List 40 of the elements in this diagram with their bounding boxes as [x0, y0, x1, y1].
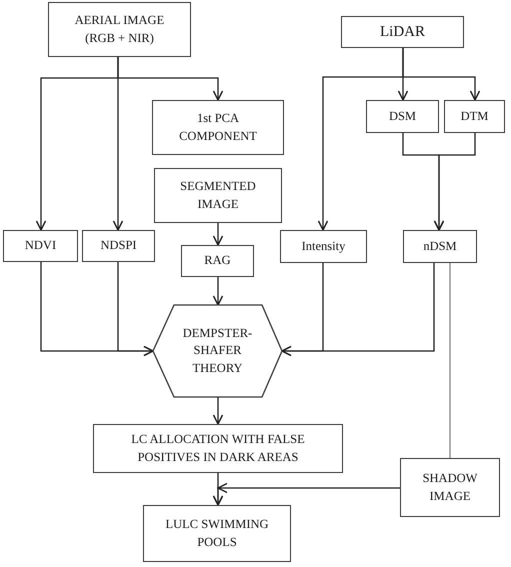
node-label: DSM [388, 108, 418, 125]
node-label: 1st PCA COMPONENT [178, 110, 258, 144]
node-label: SEGMENTED IMAGE [179, 178, 257, 212]
arrow [281, 263, 435, 356]
arrow [212, 277, 224, 306]
arrow [212, 223, 224, 246]
arrow [212, 397, 224, 425]
arrow [117, 57, 224, 101]
arrow [434, 133, 476, 231]
process-box [93, 424, 343, 473]
process-hexagon [153, 305, 282, 397]
node-label: LULC SWIMMING POOLS [164, 516, 270, 550]
process-box [3, 230, 78, 262]
process-box [444, 100, 505, 133]
node-label: NDSPI [99, 237, 138, 254]
node-label: DEMPSTER- SHAFER THEORY [182, 325, 254, 377]
process-box [366, 100, 439, 133]
node-label: Intensity [300, 238, 346, 255]
node-label: NDVI [24, 237, 58, 254]
arrow [212, 482, 400, 505]
node-label: SHADOW IMAGE [422, 470, 478, 504]
process-box [143, 505, 291, 562]
node-label: AERIAL IMAGE (RGB + NIR) [74, 12, 166, 46]
node-label: DTM [460, 108, 490, 125]
connector-line [449, 263, 451, 458]
process-box [403, 230, 477, 263]
arrow [318, 48, 404, 231]
node-label: RAG [203, 252, 232, 270]
process-box [48, 2, 191, 57]
process-box [181, 245, 254, 277]
process-box [341, 16, 464, 48]
process-box [400, 458, 500, 517]
process-box [152, 100, 284, 155]
node-label: nDSM [422, 238, 458, 255]
process-box [82, 230, 155, 262]
node-label: LC ALLOCATION WITH FALSE POSITIVES IN DARK AREAS [130, 431, 306, 466]
node-label: LiDAR [379, 22, 426, 42]
process-box [280, 230, 367, 263]
arrow [117, 262, 154, 356]
process-box [154, 168, 282, 223]
